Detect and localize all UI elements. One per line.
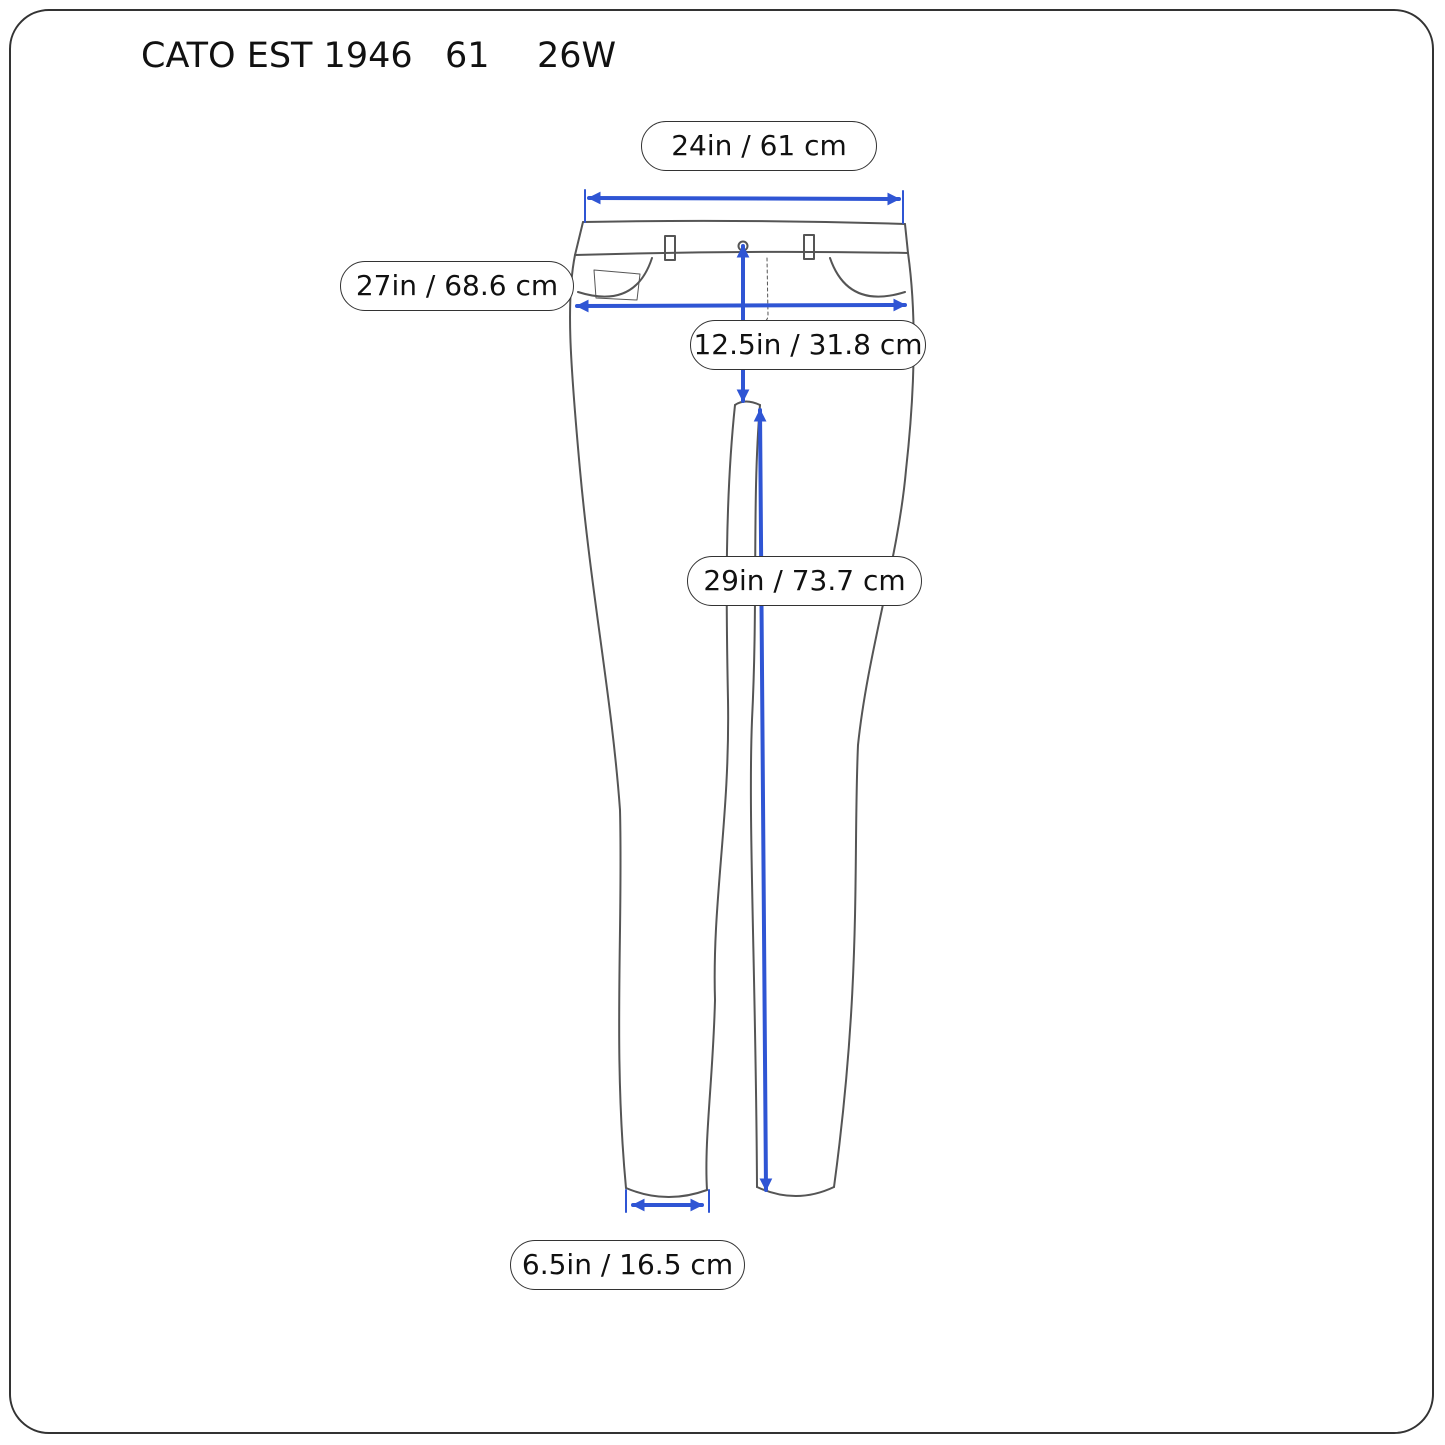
hem-right — [756, 1186, 835, 1197]
fly-stitch — [763, 257, 769, 323]
belt-loop-left — [664, 235, 676, 261]
waist-arrow — [587, 191, 901, 206]
size-label: 61 — [445, 36, 490, 76]
waistband-top — [582, 219, 906, 225]
waistband-left-end — [574, 221, 584, 256]
outer-left-leg — [568, 254, 627, 1189]
inseam-arrow — [753, 408, 773, 1192]
inner-left-leg — [705, 404, 736, 1191]
pocket-right — [829, 257, 906, 298]
rise-measurement-label: 12.5in / 31.8 cm — [690, 320, 926, 370]
size-tag-label: 26W — [537, 36, 617, 76]
card-frame — [9, 9, 1434, 1434]
inseam-measurement-label: 29in / 73.7 cm — [687, 556, 922, 606]
brand-label: CATO EST 1946 — [141, 36, 413, 76]
hem-left — [625, 1187, 708, 1198]
waistband-right-end — [904, 223, 909, 254]
pocket-left — [577, 257, 653, 298]
waist-measurement-label: 24in / 61 cm — [641, 121, 877, 171]
hip-measurement-label: 27in / 68.6 cm — [340, 261, 574, 311]
outer-right-leg — [833, 252, 915, 1188]
belt-loop-right — [803, 234, 815, 260]
leg-opening-measurement-label: 6.5in / 16.5 cm — [510, 1240, 745, 1290]
crotch-curve — [734, 400, 761, 406]
inner-right-leg — [749, 404, 761, 1188]
